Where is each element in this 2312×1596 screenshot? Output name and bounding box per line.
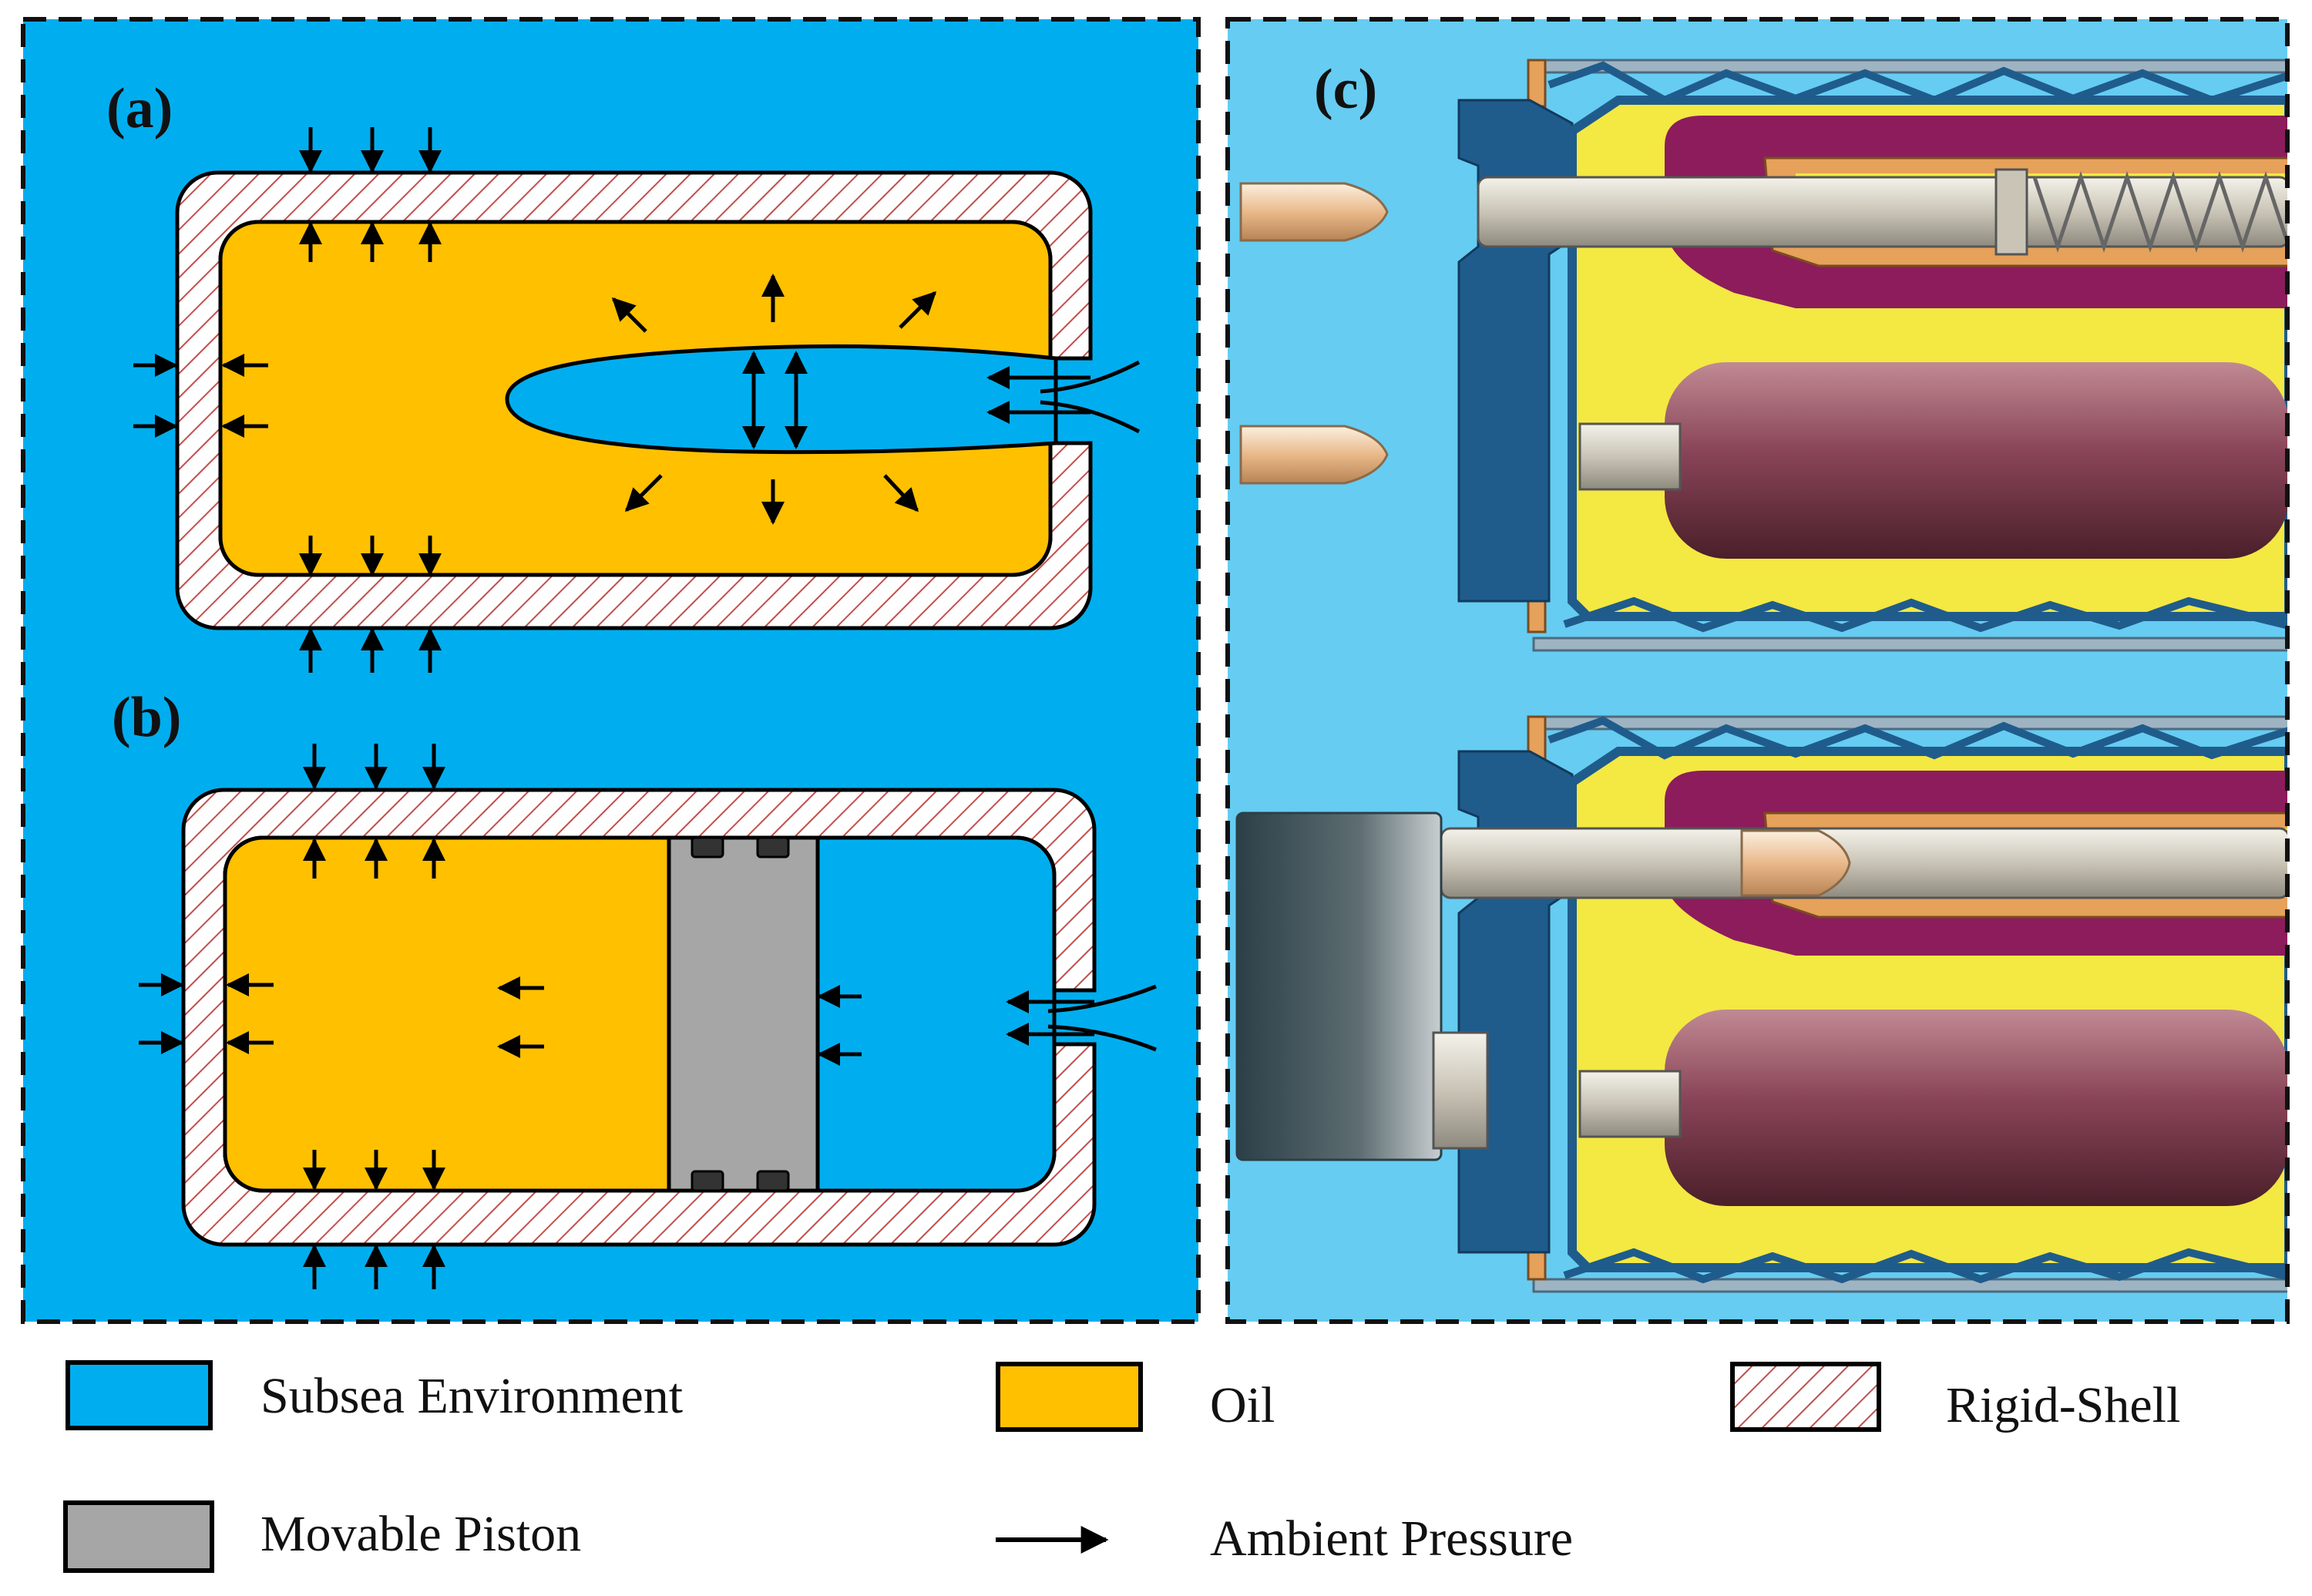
plug-pin-tip <box>1740 829 1851 897</box>
inlet-line-bottom-b <box>1047 1024 1157 1052</box>
orange-tab <box>1527 59 1547 108</box>
ambient-pressure-arrows-a <box>133 127 1090 673</box>
panel-c: (c) <box>1225 17 2290 1324</box>
legend-item-oil: Oil <box>996 1362 1275 1433</box>
cylinder-rod-upper <box>1578 422 1682 491</box>
legend-label-rigid-shell: Rigid-Shell <box>1946 1377 2180 1433</box>
legend-swatch-oil <box>996 1362 1143 1432</box>
panel-ab: (a) (b) <box>21 17 1201 1324</box>
cylinder-rod-lower <box>1578 1070 1682 1138</box>
plug-stem <box>1432 1031 1489 1150</box>
legend-item-rigid-shell: Rigid-Shell <box>1730 1362 2180 1433</box>
panel-label-a: (a) <box>106 77 173 140</box>
pin-upper <box>1239 182 1389 242</box>
ambient-pressure-arrows-b <box>139 744 1094 1289</box>
connector-upper <box>1239 59 2287 652</box>
legend: Subsea Environment Oil Rigid-Shell Movab… <box>63 1360 2180 1573</box>
bellows-top-lower <box>1547 716 2287 760</box>
legend-item-piston: Movable Piston <box>63 1500 581 1573</box>
oil-b <box>223 835 671 1193</box>
cylinder-upper <box>1665 362 2287 559</box>
shell-top-strip <box>1532 59 2287 74</box>
legend-label-piston: Movable Piston <box>260 1506 581 1562</box>
connector-lower <box>1235 715 2287 1293</box>
bellows-bottom-lower <box>1563 1248 2287 1284</box>
legend-label-subsea: Subsea Environment <box>260 1368 683 1424</box>
shell-bottom-strip <box>1532 1278 2287 1293</box>
inlet-line-top-b <box>1047 984 1157 1013</box>
bellows-bottom-upper <box>1563 596 2287 633</box>
bladder-a <box>505 344 1058 455</box>
legend-item-subsea: Subsea Environment <box>66 1360 683 1430</box>
legend-label-pressure: Ambient Pressure <box>1210 1510 1573 1567</box>
cylinder-lower <box>1665 1010 2287 1206</box>
pin-upper <box>1239 425 1389 485</box>
piston-seal <box>756 836 790 858</box>
panel-c-dashed-border <box>1225 17 2290 1324</box>
panel-label-c: (c) <box>1314 58 1377 121</box>
legend-swatch-subsea <box>66 1360 213 1430</box>
contact-rod-lower <box>1440 827 2287 899</box>
diagram-b <box>139 744 1157 1289</box>
legend-swatch-piston <box>63 1500 214 1573</box>
piston-seal <box>756 1170 790 1192</box>
bellows-top-upper <box>1547 61 2287 105</box>
legend-item-pressure: Ambient Pressure <box>996 1510 1573 1567</box>
rod-sleeve <box>1994 168 2028 256</box>
contact-rod-upper <box>1477 176 2287 248</box>
piston-seal <box>691 1170 724 1192</box>
panel-label-b: (b) <box>112 686 181 749</box>
diagram-a <box>133 127 1141 673</box>
shell-bottom-strip <box>1532 637 2287 652</box>
shell-top-strip <box>1532 715 2287 731</box>
inlet-line-top-a <box>1040 360 1141 394</box>
panel-ab-dashed-border <box>21 17 1201 1324</box>
piston-b <box>667 835 820 1193</box>
piston-seal <box>691 836 724 858</box>
legend-swatch-rigid-shell <box>1730 1362 1881 1432</box>
legend-label-oil: Oil <box>1210 1377 1275 1433</box>
spring-icon <box>2032 171 2287 253</box>
plug-body <box>1235 811 1443 1161</box>
